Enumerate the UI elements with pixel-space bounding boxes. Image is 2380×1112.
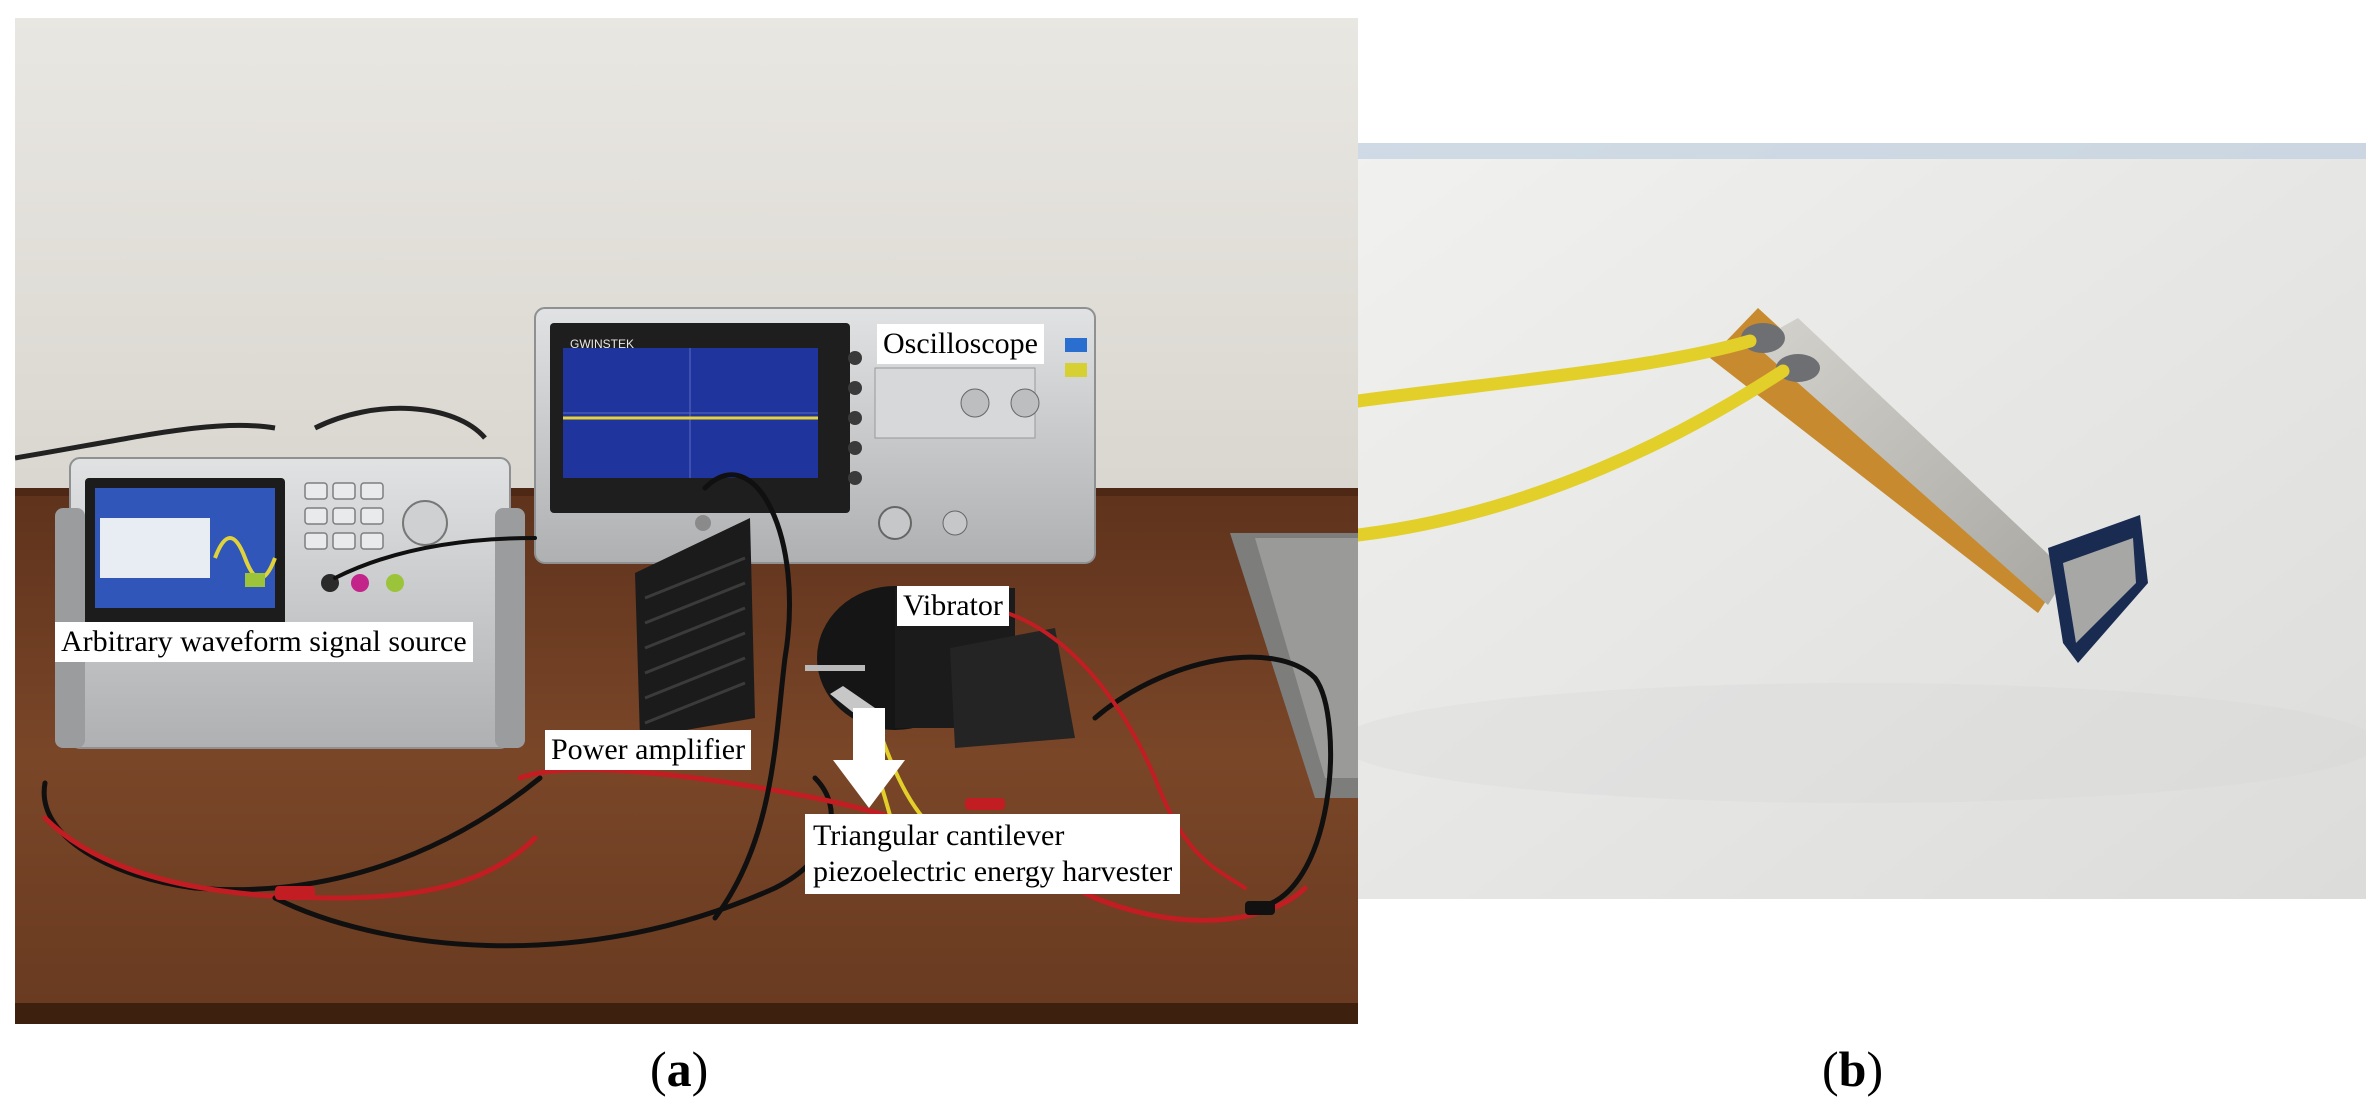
harvester-closeup-drawing <box>1358 143 2366 899</box>
harvester-label-line1: Triangular cantilever <box>813 819 1065 852</box>
panel-a-label-letter: a <box>666 1041 692 1097</box>
panel-b-label-close: ) <box>1866 1041 1884 1097</box>
power-amplifier-label: Power amplifier <box>545 730 752 770</box>
wire-yellow-1 <box>1358 334 1757 408</box>
harvester-label: Triangular cantilever piezoelectric ener… <box>805 814 1181 894</box>
kapton-substrate <box>1710 308 2058 613</box>
oscilloscope-device <box>534 307 1096 564</box>
table-front <box>15 1003 1358 1024</box>
oscilloscope-label: Oscilloscope <box>877 324 1044 364</box>
panel-a-label: (a) <box>650 1040 708 1098</box>
signal-source-label: Arbitrary waveform signal source <box>55 622 473 662</box>
setup-photo: Oscilloscope Arbitrary waveform signal s… <box>15 18 1358 1024</box>
power-amplifier-device <box>635 515 755 738</box>
panel-b-label: (b) <box>1822 1040 1883 1098</box>
harvester-label-line2: piezoelectric energy harvester <box>813 855 1173 888</box>
panel-b-label-letter: b <box>1838 1041 1867 1097</box>
panel-a-label-open: ( <box>650 1041 667 1097</box>
panel-a-label-close: ) <box>691 1041 709 1097</box>
wire-yellow-2 <box>1358 364 1790 542</box>
panel-b-label-open: ( <box>1822 1041 1839 1097</box>
piezo-plate <box>1753 318 2068 605</box>
harvester-arrow <box>833 708 905 808</box>
oscilloscope-brand-text: GWINSTEK <box>570 337 635 351</box>
signal-source-device <box>55 457 525 749</box>
harvester-closeup-photo <box>1358 143 2366 899</box>
vibrator-label: Vibrator <box>897 586 1009 626</box>
